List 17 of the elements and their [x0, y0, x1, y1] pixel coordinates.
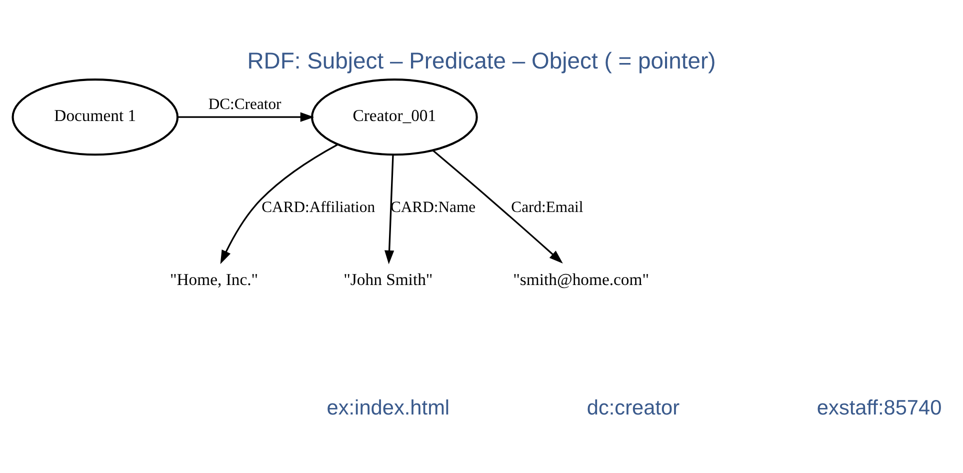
arrow: [384, 154, 394, 264]
arrow: [178, 112, 314, 122]
edge-label: DC:Creator: [208, 95, 282, 112]
edge-label: CARD:Name: [390, 198, 476, 216]
label: dc:creator: [586, 396, 680, 419]
label: ex:index.html: [326, 396, 450, 419]
diagram-title: RDF: Subject – Predicate – Object ( = pointer): [247, 47, 716, 74]
node-text: "Home, Inc.": [170, 269, 258, 288]
arrow: [220, 143, 338, 264]
node-text: "John Smith": [344, 269, 433, 288]
node-ellipse: Creator_001: [311, 78, 478, 156]
node-text: "smith@home.com": [513, 269, 650, 288]
edge-label: Card:Email: [511, 198, 584, 216]
node-ellipse: Document 1: [12, 78, 179, 156]
label: exstaff:85740: [816, 396, 942, 419]
arrow: [432, 149, 563, 263]
edge-label: CARD:Affiliation: [262, 198, 376, 216]
